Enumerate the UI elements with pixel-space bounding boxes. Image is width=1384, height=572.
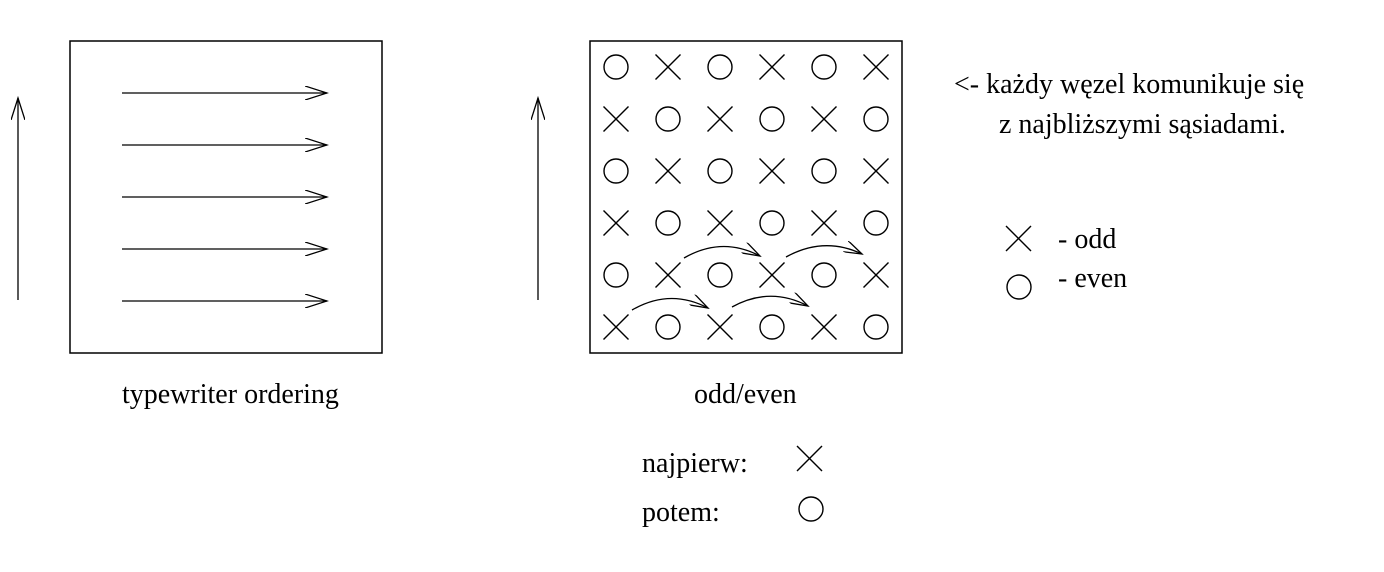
legend-even-label: - even bbox=[1058, 263, 1128, 294]
odd-cross-icon bbox=[603, 106, 629, 132]
odd-cross-icon bbox=[655, 54, 681, 80]
even-circle-icon bbox=[759, 314, 785, 340]
typewriter-box bbox=[69, 40, 383, 354]
odd-cross-icon bbox=[811, 106, 837, 132]
odd-cross-icon bbox=[863, 158, 889, 184]
odd-even-box bbox=[589, 40, 903, 354]
odd-even-grid bbox=[603, 54, 889, 340]
legend-odd-label: - odd bbox=[1058, 224, 1117, 255]
odd-cross-icon bbox=[759, 54, 785, 80]
odd-cross-icon bbox=[707, 210, 733, 236]
odd-cross-icon bbox=[603, 210, 629, 236]
typewriter-rows bbox=[122, 93, 327, 301]
odd-cross-icon bbox=[863, 54, 889, 80]
odd-cross-icon bbox=[759, 262, 785, 288]
even-circle-icon bbox=[655, 314, 681, 340]
even-circle-icon bbox=[707, 158, 733, 184]
even-circle-icon bbox=[603, 262, 629, 288]
even-circle-icon bbox=[811, 158, 837, 184]
odd-cross-icon bbox=[811, 210, 837, 236]
typewriter-caption: typewriter ordering bbox=[122, 379, 339, 410]
even-circle-icon bbox=[863, 106, 889, 132]
odd-cross-icon bbox=[655, 262, 681, 288]
curved-arrow bbox=[631, 298, 708, 311]
legend-odd-cross-icon bbox=[1005, 225, 1032, 252]
even-circle-icon bbox=[811, 262, 837, 288]
even-circle-icon bbox=[759, 106, 785, 132]
then-circle-icon bbox=[798, 496, 824, 522]
even-circle-icon bbox=[603, 54, 629, 80]
odd-even-caption: odd/even bbox=[694, 379, 797, 410]
even-circle-icon bbox=[811, 54, 837, 80]
note-line-2: z najbliższymi sąsiadami. bbox=[999, 109, 1286, 140]
note-line-1: <- każdy węzel komunikuje się bbox=[954, 69, 1305, 100]
odd-cross-icon bbox=[603, 314, 629, 340]
odd-cross-icon bbox=[811, 314, 837, 340]
even-circle-icon bbox=[863, 210, 889, 236]
first-label: najpierw: bbox=[642, 448, 748, 479]
curved-arrow bbox=[683, 246, 760, 259]
even-circle-icon bbox=[603, 158, 629, 184]
odd-cross-icon bbox=[655, 158, 681, 184]
even-circle-icon bbox=[707, 262, 733, 288]
curved-arrow bbox=[731, 296, 808, 308]
even-circle-icon bbox=[655, 106, 681, 132]
even-circle-icon bbox=[655, 210, 681, 236]
first-cross-icon bbox=[796, 445, 823, 472]
even-circle-icon bbox=[759, 210, 785, 236]
legend-even-circle-icon bbox=[1006, 274, 1032, 300]
odd-cross-icon bbox=[707, 314, 733, 340]
odd-cross-icon bbox=[759, 158, 785, 184]
odd-cross-icon bbox=[707, 106, 733, 132]
then-label: potem: bbox=[642, 497, 720, 528]
odd-cross-icon bbox=[863, 262, 889, 288]
even-circle-icon bbox=[707, 54, 733, 80]
curved-arrow bbox=[785, 246, 862, 258]
even-circle-icon bbox=[863, 314, 889, 340]
